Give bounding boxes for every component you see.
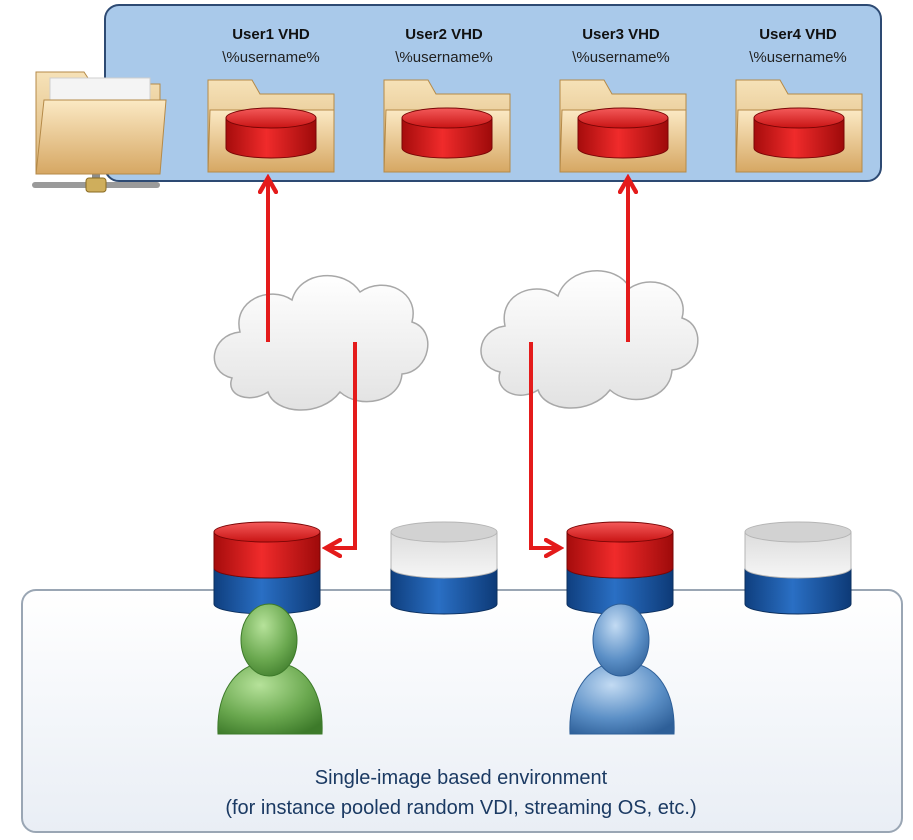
desktop-disk-with-user-vhd-icon: [566, 521, 674, 615]
vhd-path-2: \%username%: [395, 49, 493, 66]
user-blue-icon: [569, 603, 675, 735]
user-green-icon: [217, 603, 323, 735]
vhd-path-1: \%username%: [222, 49, 320, 66]
network-share-folder-icon: [32, 71, 167, 193]
vhd-attach-arrow: [529, 178, 628, 548]
folder-with-red-disk-icon: [735, 79, 863, 173]
vhd-path-3: \%username%: [572, 49, 670, 66]
folder-with-red-disk-icon: [559, 79, 687, 173]
vhd-title-3: User3 VHD: [582, 26, 660, 43]
network-cloud-icon: [480, 270, 699, 409]
vhd-title-1: User1 VHD: [232, 26, 310, 43]
vhd-attach-arrow: [268, 178, 357, 548]
desktop-disk-empty-icon: [390, 521, 498, 615]
desktop-disk-with-user-vhd-icon: [213, 521, 321, 615]
vhd-title-4: User4 VHD: [759, 26, 837, 43]
vhd-path-4: \%username%: [749, 49, 847, 66]
environment-panel: [21, 589, 903, 833]
environment-caption-line2: (for instance pooled random VDI, streami…: [225, 797, 696, 819]
vhd-title-2: User2 VHD: [405, 26, 483, 43]
environment-caption-line1: Single-image based environment: [315, 767, 608, 789]
folder-with-red-disk-icon: [207, 79, 335, 173]
desktop-disk-empty-icon: [744, 521, 852, 615]
folder-with-red-disk-icon: [383, 79, 511, 173]
network-cloud-icon: [213, 274, 429, 411]
